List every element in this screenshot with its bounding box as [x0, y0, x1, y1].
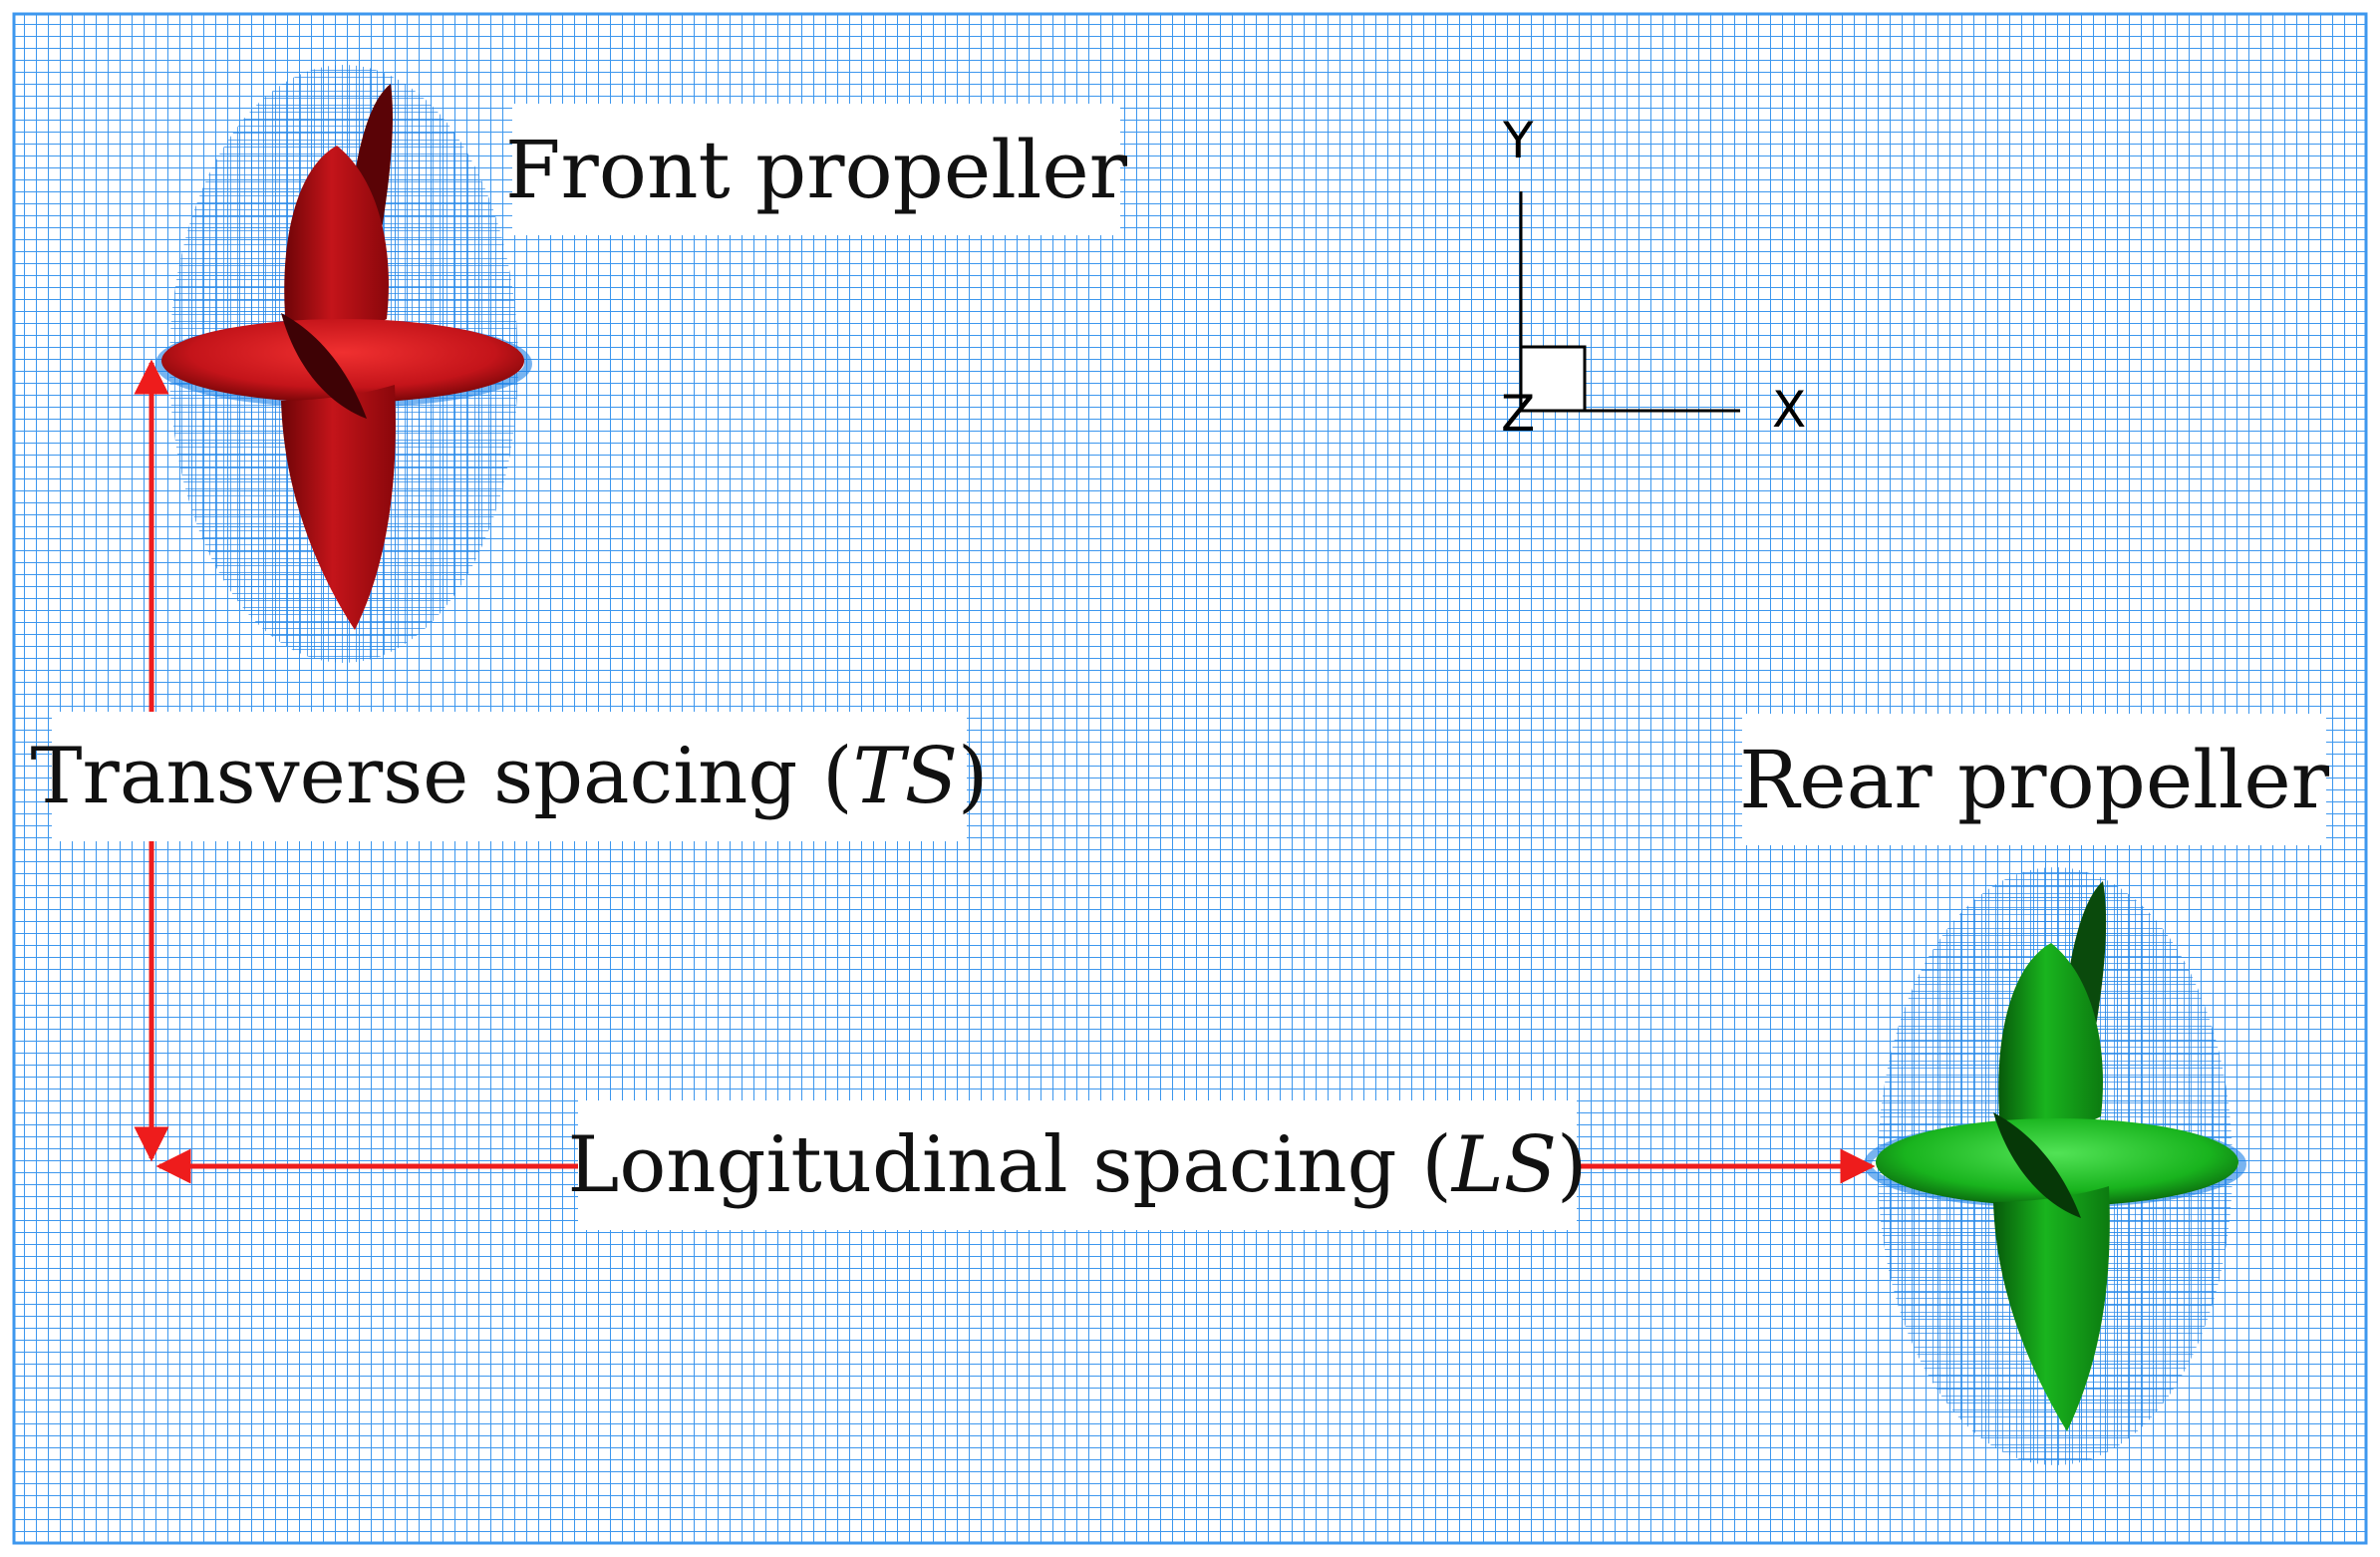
longitudinal-spacing-close: )	[1557, 1120, 1588, 1210]
front-propeller-icon	[155, 65, 532, 663]
axis-z-label: Z	[1501, 385, 1536, 443]
front-propeller-label: Front propeller	[505, 104, 1127, 235]
coordinate-axes-icon	[1519, 191, 1740, 413]
transverse-spacing-text: Transverse spacing (	[30, 732, 853, 821]
front-propeller-text: Front propeller	[505, 123, 1127, 216]
front-hub	[161, 319, 524, 403]
rear-propeller-label: Rear propeller	[1739, 714, 2329, 845]
front-upper-blade	[284, 146, 389, 339]
transverse-spacing-close: )	[958, 732, 989, 821]
rear-lower-blade	[1993, 1186, 2110, 1431]
z-axis-box	[1519, 345, 1587, 413]
front-center-blade	[281, 313, 367, 419]
axis-y-label: Y	[1503, 112, 1534, 169]
mesh-border	[12, 12, 2368, 1545]
rear-propeller-icon	[1864, 867, 2246, 1465]
rear-propeller-text: Rear propeller	[1739, 733, 2329, 826]
front-lower-blade	[281, 385, 396, 630]
longitudinal-spacing-text: Longitudinal spacing (	[567, 1120, 1452, 1210]
rear-center-blade	[1993, 1112, 2081, 1218]
longitudinal-spacing-abbr: LS	[1451, 1120, 1558, 1210]
axis-x-label: X	[1772, 381, 1807, 439]
transverse-spacing-abbr: TS	[852, 732, 959, 821]
longitudinal-spacing-label: Longitudinal spacing (LS)	[568, 1100, 1587, 1230]
rear-upper-blade	[1998, 943, 2103, 1138]
transverse-spacing-label: Transverse spacing (TS)	[31, 712, 988, 841]
rear-hub	[1876, 1118, 2238, 1206]
